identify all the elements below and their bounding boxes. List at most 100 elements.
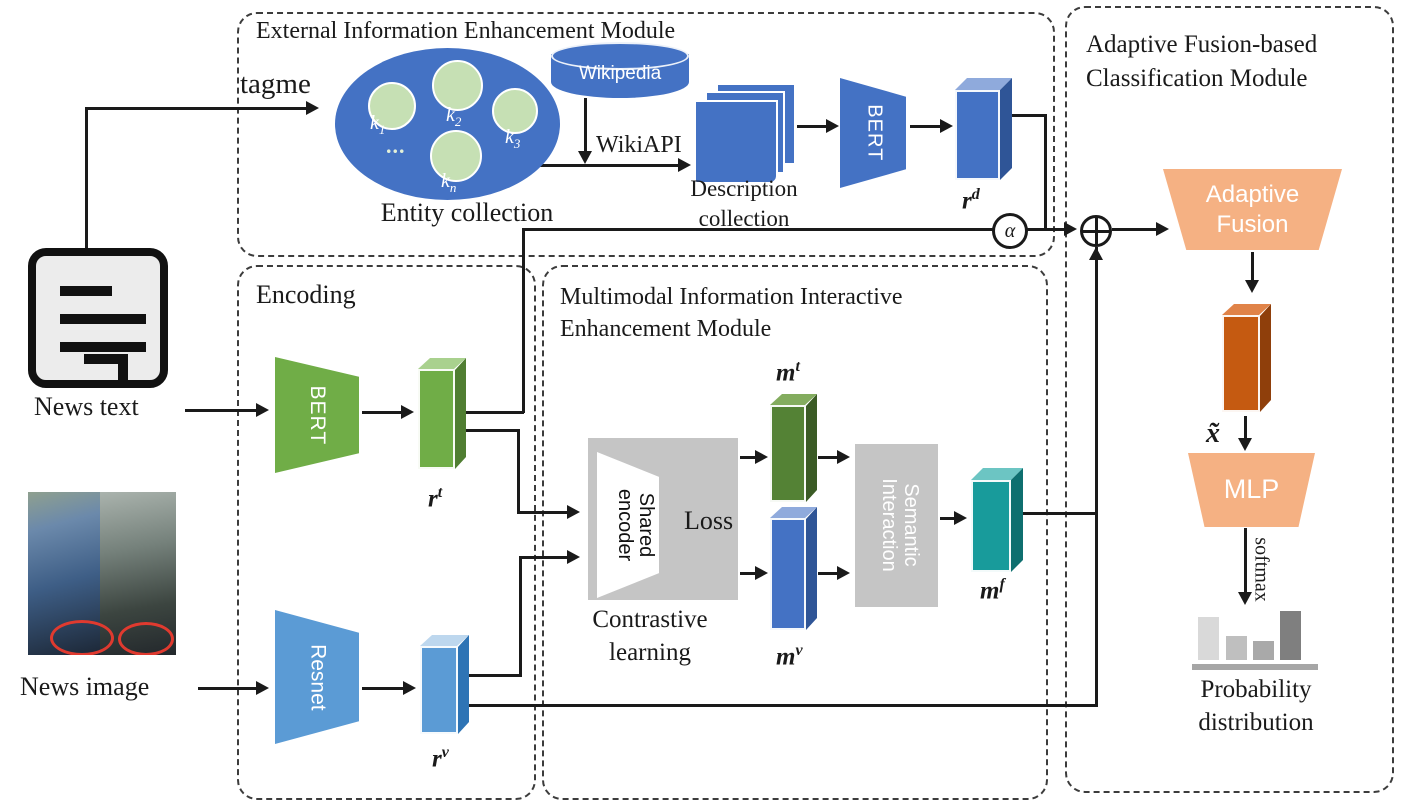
mlp-label: MLP — [1223, 474, 1280, 505]
news-image-arrowhead — [256, 681, 269, 695]
resnet-to-rv-line — [362, 687, 408, 690]
entity-node-label: k1 — [370, 112, 386, 137]
rt-top-output-line — [466, 411, 524, 414]
entity-node-label: k3 — [505, 126, 521, 151]
entity-node-icon — [368, 82, 416, 130]
news-text-arrowhead — [256, 403, 269, 417]
plus-to-adaptive-line — [1112, 228, 1162, 231]
rt-riser-line — [522, 228, 525, 413]
fusion-feed-riser-line — [1095, 247, 1098, 707]
shared-encoder-label: Shared encoder — [614, 488, 657, 562]
encoding-module-frame — [237, 265, 536, 800]
bert-text-encoder-block: BERT — [275, 357, 359, 473]
mt-to-semantic-line — [818, 456, 842, 459]
multimodal-module-title: Multimodal Information Interactive Enhan… — [560, 284, 903, 343]
entity-node-icon — [492, 88, 538, 134]
rd-vector-label: rd — [962, 186, 980, 215]
resnet-image-encoder-block: Resnet — [275, 610, 359, 744]
tagme-label: tagme — [240, 68, 311, 100]
semantic-to-mf-arrowhead — [954, 511, 967, 525]
external-module-frame — [237, 12, 1055, 257]
fused-vector-bar — [1222, 304, 1271, 412]
mf-to-fusion-line — [1023, 512, 1098, 515]
mv-vector-label: mv — [776, 642, 803, 671]
rd-down-line — [1044, 114, 1047, 231]
bert-text-encoder-label: BERT — [306, 385, 330, 445]
rd-output-line — [1012, 114, 1047, 117]
mv-to-semantic-arrowhead — [837, 566, 850, 580]
bert-to-rd-line — [910, 125, 945, 128]
rv-top-output-line — [469, 674, 522, 677]
rv-to-fusion-long-line — [469, 704, 1098, 707]
classification-module-frame — [1065, 6, 1394, 793]
chart-baseline — [1192, 664, 1318, 670]
rt-bottom-output-line — [466, 429, 520, 432]
encoding-module-title: Encoding — [256, 280, 356, 309]
news-text-icon — [28, 248, 168, 388]
semantic-interaction-label: Semantic Interaction — [878, 478, 922, 572]
classification-module-title: Adaptive Fusion-based Classification Mod… — [1086, 31, 1318, 92]
mf-vector-label: mf — [980, 576, 1005, 605]
wikipedia-label: Wikipedia — [578, 63, 662, 84]
mt-vector-label: mt — [776, 358, 800, 387]
rt-to-encoder-arrowhead — [567, 505, 580, 519]
adaptive-fusion-block: Adaptive Fusion — [1163, 169, 1342, 250]
adaptive-to-xbar-line — [1251, 252, 1254, 286]
alpha-line-arrowhead — [1064, 222, 1077, 236]
alpha-fusion-line — [522, 228, 1069, 231]
news-text-label: News text — [34, 392, 139, 421]
alpha-weight-badge: α — [992, 213, 1028, 249]
entity-node-icon — [430, 130, 482, 182]
encoder-to-mv-line — [740, 572, 760, 575]
probability-bar — [1253, 641, 1274, 660]
rt-to-encoder-drop-line — [517, 429, 520, 514]
entity-dots: ... — [386, 133, 406, 158]
softmax-arrowhead — [1238, 592, 1252, 605]
semantic-interaction-box — [855, 444, 938, 607]
rv-vector-label: rv — [432, 744, 449, 773]
probability-bar — [1280, 611, 1301, 660]
plus-to-adaptive-arrowhead — [1156, 222, 1169, 236]
rv-to-encoder-line — [519, 556, 572, 559]
mv-vector-bar — [770, 507, 817, 630]
multimodal-module-frame — [542, 265, 1048, 800]
description-collection-icon — [694, 83, 796, 184]
circled-plus-icon — [1080, 215, 1112, 247]
description-collection-caption: Description collection — [690, 176, 798, 231]
bert-to-rd-arrowhead — [940, 119, 953, 133]
rt-vector-bar — [418, 358, 466, 469]
probability-distribution-chart — [1192, 606, 1318, 670]
rt-vector-label: rt — [428, 484, 443, 513]
entity-node-label: k2 — [446, 104, 462, 129]
fusion-feed-arrowhead — [1089, 247, 1103, 260]
news-image-photo — [28, 492, 176, 655]
news-image-arrow-line — [198, 687, 261, 690]
rt-to-encoder-line — [517, 511, 572, 514]
contrastive-learning-caption: Contrastive learning — [592, 606, 708, 666]
bert-to-rt-line — [362, 411, 406, 414]
resnet-to-rv-arrowhead — [403, 681, 416, 695]
encoder-to-mv-arrowhead — [755, 566, 768, 580]
folded-corner-icon — [84, 354, 128, 364]
loss-label: Loss — [684, 506, 734, 535]
entity-node-icon — [432, 60, 483, 111]
probability-bar — [1226, 636, 1247, 660]
encoder-to-mt-arrowhead — [755, 450, 768, 464]
news-text-to-tagme-line — [85, 108, 88, 250]
wikiapi-arrow-line — [584, 98, 587, 156]
resnet-image-encoder-label: Resnet — [306, 643, 330, 711]
rv-to-encoder-riser-line — [519, 556, 522, 677]
xbar-to-mlp-line — [1244, 416, 1247, 444]
news-text-arrow-line — [185, 409, 261, 412]
mt-vector-bar — [770, 394, 817, 502]
shared-encoder-block — [597, 452, 659, 598]
wikiapi-arrowhead — [578, 151, 592, 164]
rd-vector-bar — [955, 78, 1012, 180]
xbar-to-mlp-arrowhead — [1238, 438, 1252, 451]
external-module-title: External Information Enhancement Module — [256, 18, 676, 44]
news-image-label: News image — [20, 672, 150, 701]
mv-to-semantic-line — [818, 572, 842, 575]
tagme-arrow-line — [85, 107, 310, 110]
probability-bar — [1198, 617, 1219, 660]
